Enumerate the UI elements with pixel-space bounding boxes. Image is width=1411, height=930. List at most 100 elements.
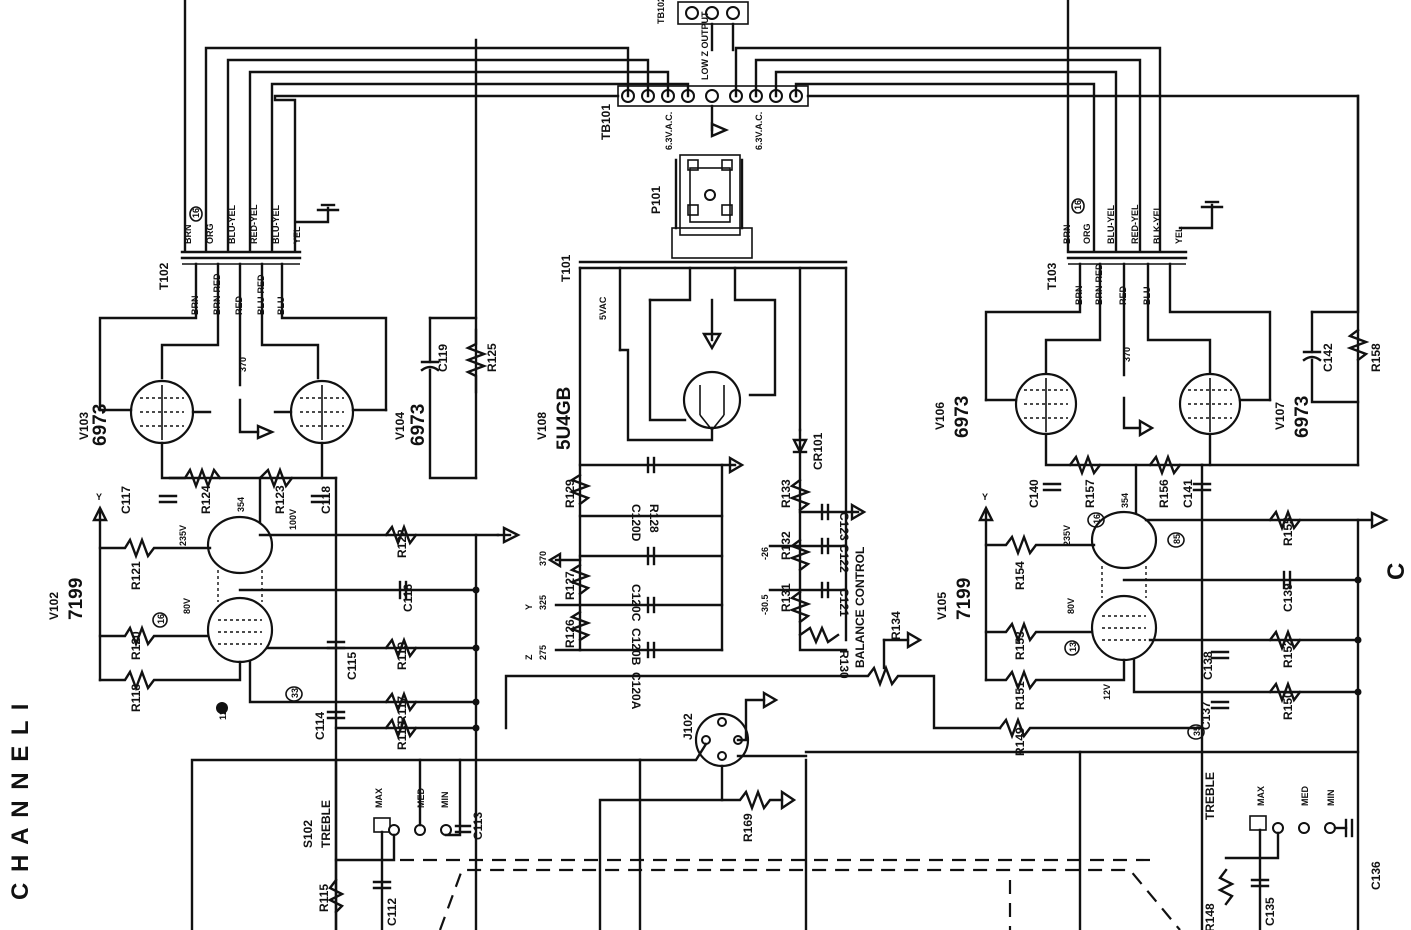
v354-label-right: 354 (1120, 493, 1130, 508)
t102-tap-code: 16 (191, 208, 201, 218)
c120c-label: C120C (629, 584, 643, 622)
t102-tap-blu-yel: BLU-YEL (227, 205, 237, 244)
r154-label: R154 (1013, 561, 1027, 590)
c116-label: C116 (401, 584, 415, 612)
t103-tap-red-yel: RED-YEL (1130, 204, 1140, 244)
c142-label: C142 (1321, 343, 1335, 372)
r122-label: R122 (395, 529, 409, 558)
v80-label-right: 80V (1066, 598, 1076, 614)
r151-label: R151 (1013, 681, 1027, 710)
v325-label: 325 (538, 595, 548, 610)
t102-pri-blu: BLU (276, 297, 286, 316)
r125-label: R125 (485, 343, 499, 372)
s102-treble-switch[interactable]: S102 TREBLE MAX MED MIN C113 R115 C112 (190, 758, 642, 930)
c120d-label: C120D (629, 504, 643, 542)
t101-power-transformer: T101 5VAC (559, 227, 848, 652)
r150-label: R150 (1281, 691, 1295, 720)
s103-med-label: MED (1300, 786, 1310, 807)
v106-ref: V106 (933, 402, 947, 430)
t103-tap-yel: YEL (1174, 226, 1184, 244)
s102-min-label: MIN (440, 792, 450, 809)
r169-label: R169 (741, 813, 755, 842)
v107-type: 6973 (1292, 396, 1313, 438)
t103-label: T103 (1045, 262, 1059, 290)
v107-tube: V107 6973 (1178, 372, 1313, 438)
c119-label: C119 (436, 344, 450, 372)
c141-label: C141 (1181, 479, 1195, 508)
r117-label: R117 (395, 696, 409, 724)
r134-label: R134 (889, 611, 903, 640)
heater-left-label: 6.3V.A.C. (664, 112, 674, 150)
r127-label: R127 (563, 571, 577, 600)
tp-35-right: 35 (1192, 726, 1202, 736)
v104-type: 6973 (408, 404, 429, 446)
v106-v107-cathode-network: C140 R157 R156 C141 (1027, 432, 1212, 930)
tb101-label: TB101 (599, 104, 613, 140)
v105-tube: V105 7199 354 235V 80V 12V (935, 493, 1158, 700)
balance-control-r134[interactable]: BALANCE CONTROL R134 (504, 547, 1002, 730)
v103-v104-cathode-network: R124 R123 C117 C118 (119, 441, 338, 930)
v80-label-left: 80V (182, 598, 192, 614)
b-plus-filter-network: C120D R128 C120C C120B C120A R129 R127 R… (524, 455, 745, 710)
c140-label: C140 (1027, 479, 1041, 508)
v107-ref: V107 (1273, 402, 1287, 430)
c120a-label: C120A (629, 672, 643, 710)
r157-label: R157 (1083, 479, 1097, 508)
v102-ref: V102 (47, 592, 61, 620)
tp-13-right: 13 (1068, 642, 1078, 652)
c136-label: C136 (1369, 861, 1383, 890)
s102-treble-label: TREBLE (319, 800, 333, 848)
c123-label: C123 (837, 512, 851, 541)
vneg305-label: -30.5 (760, 594, 770, 615)
tb102-terminal-strip: TB102 LOW Z OUTPUT (656, 0, 749, 80)
v103-type: 6973 (90, 404, 111, 446)
t103-tap-brn: BRN (1062, 225, 1072, 245)
c115-label: C115 (345, 652, 359, 680)
tp-16-left: 16 (156, 614, 166, 624)
channel-title: C H A N N E L I (7, 702, 34, 900)
t102-tap-red-yel: RED-YEL (249, 204, 259, 244)
s103-max-label: MAX (1256, 786, 1266, 806)
t102-pri-brn-red: BRN-RED (212, 273, 222, 315)
tp-85-right: 85 (1172, 534, 1182, 544)
c121-label: C121 (837, 588, 851, 617)
low-z-output-label: LOW Z OUTPUT (700, 11, 710, 80)
v104-ref: V104 (393, 412, 407, 440)
v102-tube: V102 7199 354 235V 100V 80V 12V (47, 497, 298, 720)
t102-output-transformer: T102 BRN ORG BLU-YEL RED-YEL BLU-YEL YEL… (98, 204, 388, 412)
s103-treble-label: TREBLE (1203, 772, 1217, 820)
r130-label: R130 (837, 650, 851, 679)
tone-control-linkage (400, 858, 1181, 930)
s103-treble-switch[interactable]: TREBLE MAX MED MIN C136 R148 C135 (804, 750, 1383, 930)
v235-label-left: 235V (178, 525, 188, 546)
tp-33-left: 33 (290, 688, 300, 698)
tp-16-right: 16 (1092, 514, 1102, 524)
t103-pri-red: RED (1118, 285, 1128, 305)
r153-label: R153 (1013, 631, 1027, 660)
v12-label-right: 12V (1102, 684, 1112, 700)
p101-label: P101 (649, 186, 663, 214)
c135-label: C135 (1263, 897, 1277, 926)
r126-label: R126 (563, 619, 577, 648)
t101-label: T101 (559, 254, 573, 282)
v105-output-network: R155 C139 R152 C138 R150 C137 35 85 16 (1087, 508, 1389, 930)
c139-label: C139 (1281, 583, 1295, 612)
c122-label: C122 (837, 544, 851, 573)
t103-tap-code: 16 (1073, 200, 1083, 210)
t102-tap-brn: BRN (183, 225, 193, 245)
y-label-ps: Y (524, 604, 534, 610)
j102-input-jack[interactable]: J102 R169 (598, 690, 808, 930)
r156-label: R156 (1157, 479, 1171, 508)
v105-type: 7199 (954, 578, 975, 620)
z-label-ps: Z (524, 654, 534, 660)
t102-pri-brn: BRN (190, 296, 200, 316)
vneg26-label: -26 (760, 547, 770, 560)
v235-label-right: 235V (1062, 525, 1072, 546)
t102-tap-blu-yel-2: BLU-YEL (271, 205, 281, 244)
t103-tap-blu-yel: BLU-YEL (1106, 205, 1116, 244)
r123-label: R123 (273, 485, 287, 514)
t103-tap-blk-yel: BLK-YEL (1152, 205, 1162, 244)
t102-tap-yel: YEL (292, 226, 302, 244)
v105-input-network: Y R154 R153 R151 R149 13 (978, 492, 1204, 756)
t102-pri-blu-red: BLU-RED (256, 274, 266, 315)
